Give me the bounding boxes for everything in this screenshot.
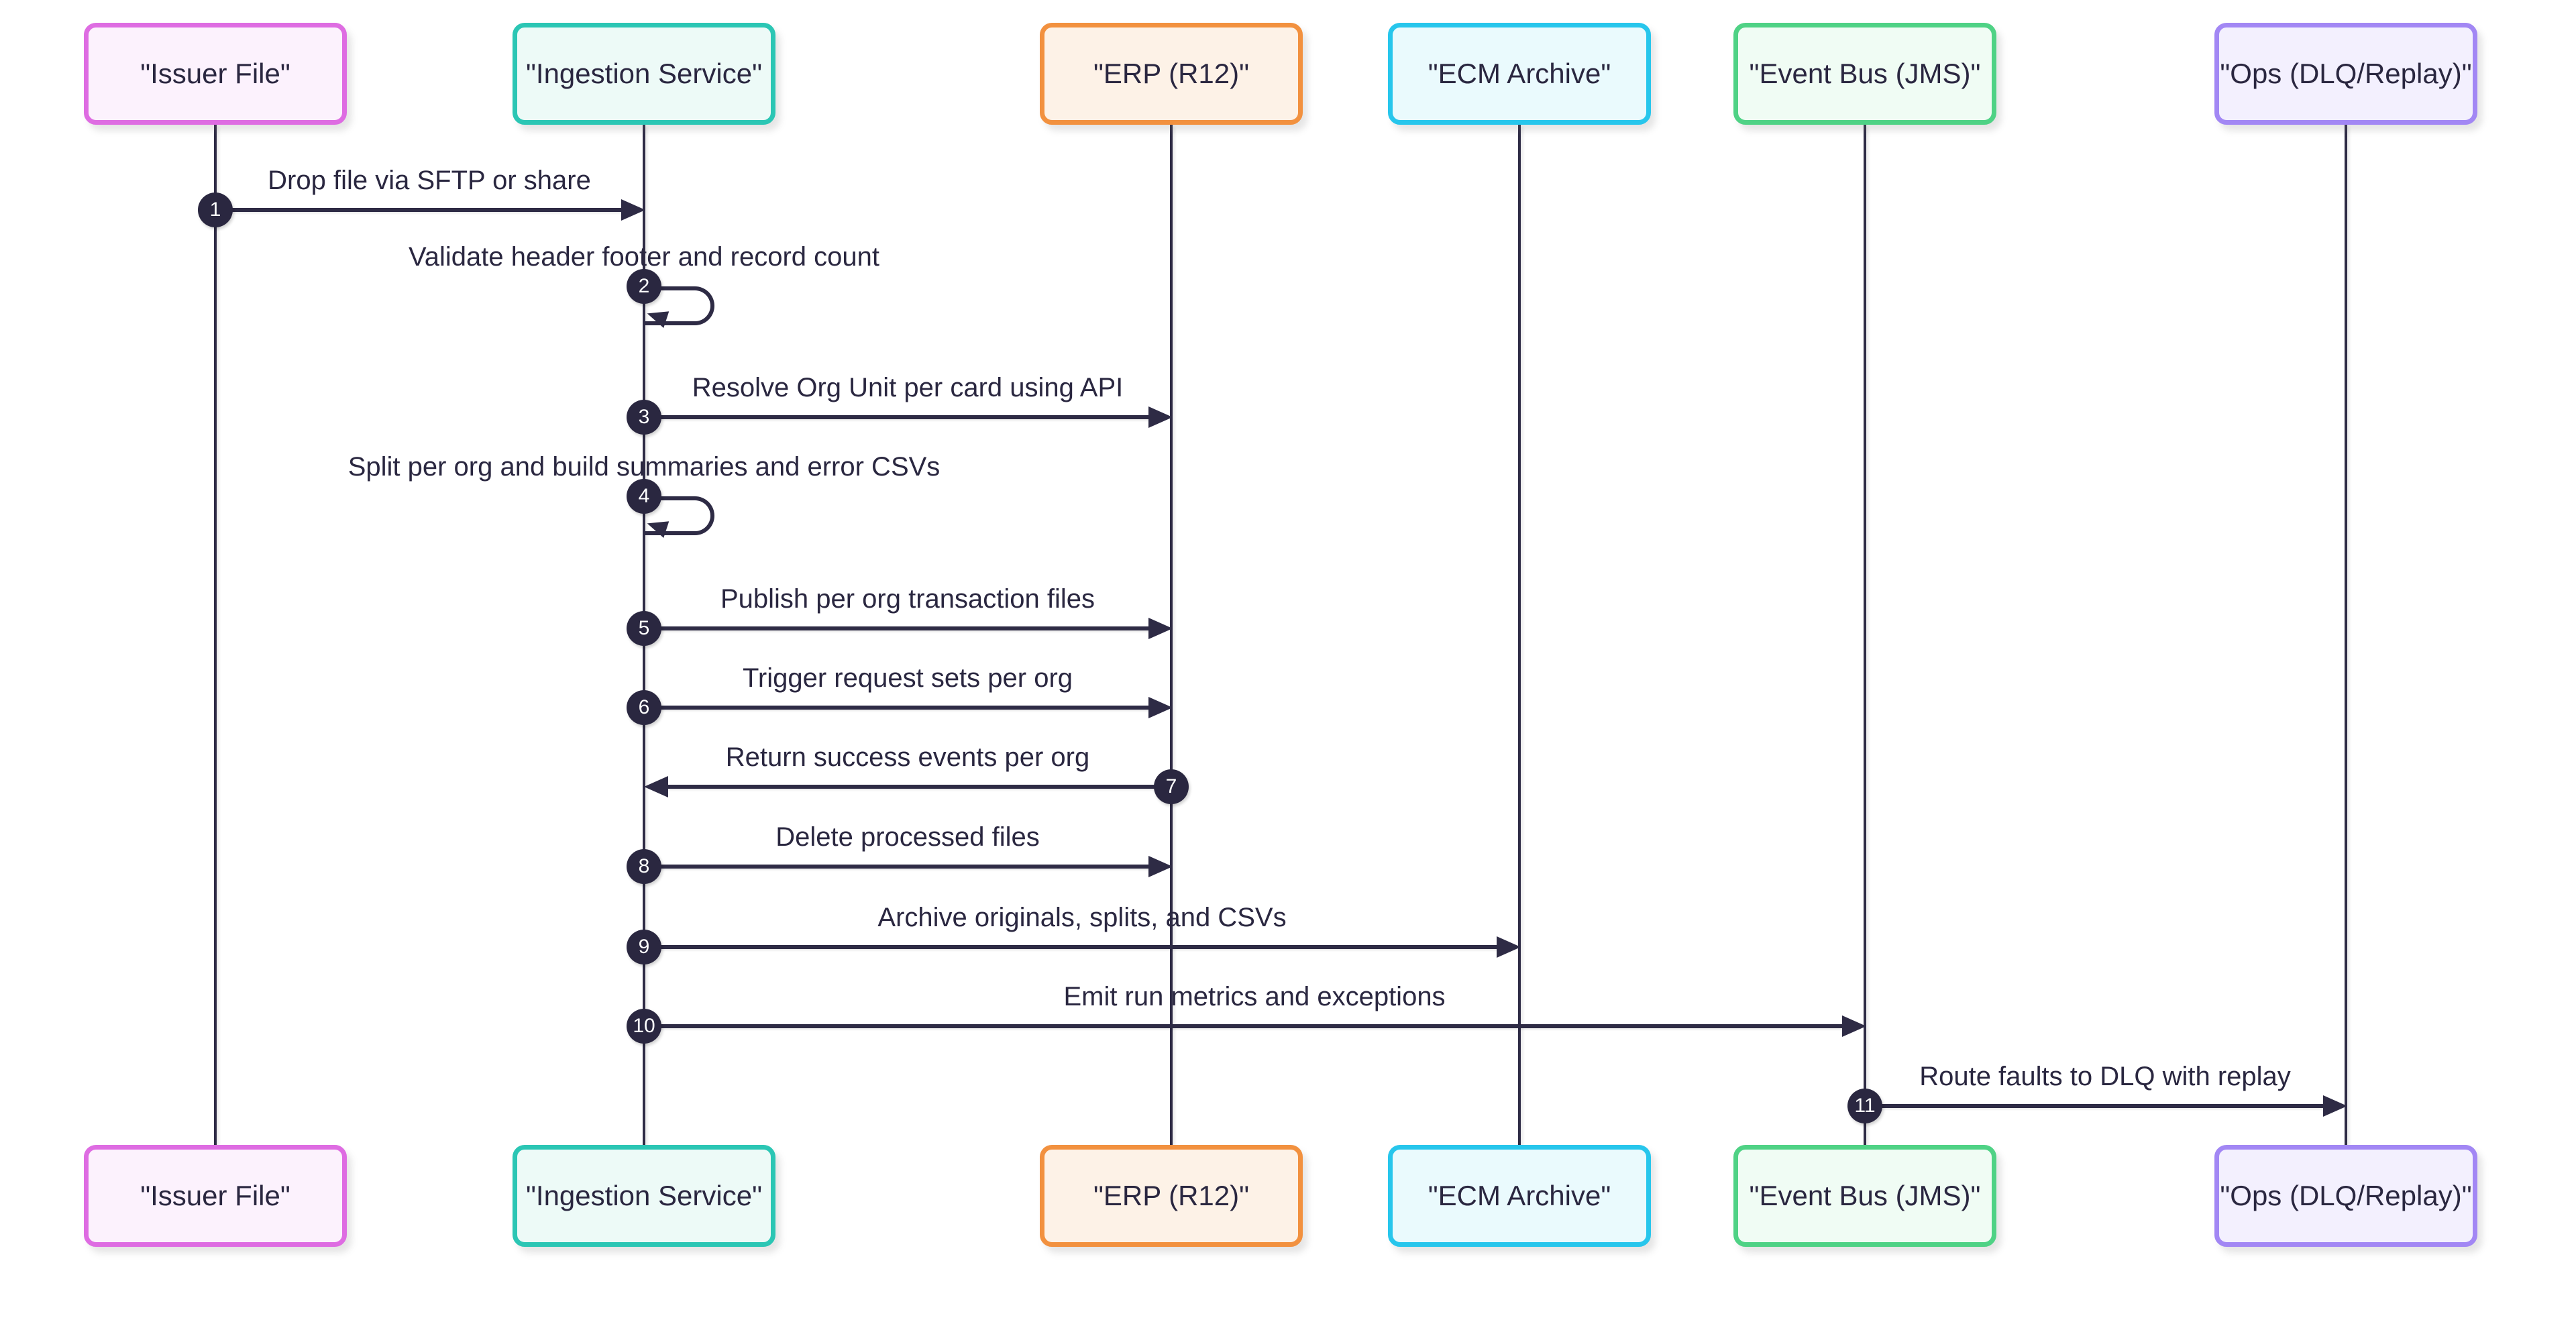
actor-ingestion-service-bottom: "Ingestion Service" [513, 1145, 775, 1247]
message-1-number: 1 [198, 192, 233, 227]
message-1-label: Drop file via SFTP or share [268, 166, 591, 195]
message-5-label: Publish per org transaction files [720, 584, 1095, 614]
arrowhead-icon [621, 199, 645, 221]
message-7-number: 7 [1154, 769, 1189, 804]
actor-ops-dlq-replay-top: "Ops (DLQ/Replay)" [2214, 23, 2477, 125]
message-4-label: Split per org and build summaries and er… [347, 452, 941, 482]
message-6-label: Trigger request sets per org [742, 663, 1073, 693]
lifeline-event-bus-jms [1864, 125, 1866, 1145]
message-3-number: 3 [627, 400, 661, 435]
arrowhead-icon [2323, 1095, 2347, 1117]
message-6-arrow [644, 706, 1152, 710]
actor-ingestion-service-top: "Ingestion Service" [513, 23, 775, 125]
actor-erp-r12-top: "ERP (R12)" [1040, 23, 1303, 125]
message-11-label: Route faults to DLQ with replay [1919, 1062, 2291, 1091]
actor-label: "Issuer File" [140, 58, 290, 89]
message-3-label: Resolve Org Unit per card using API [692, 373, 1124, 402]
actor-ecm-archive-top: "ECM Archive" [1388, 23, 1651, 125]
message-9-arrow [644, 945, 1501, 949]
actor-ecm-archive-bottom: "ECM Archive" [1388, 1145, 1651, 1247]
message-6-number: 6 [627, 690, 661, 725]
lifeline-ops-dlq-replay [2345, 125, 2347, 1145]
arrowhead-icon [1148, 618, 1173, 639]
message-5-arrow [644, 626, 1152, 630]
arrowhead-icon [1148, 406, 1173, 428]
message-5-number: 5 [627, 611, 661, 646]
message-2-number: 2 [627, 269, 661, 304]
message-9-number: 9 [627, 930, 661, 964]
message-11-arrow [1865, 1104, 2327, 1108]
actor-label: "Ingestion Service" [526, 58, 762, 89]
lifeline-issuer-file [214, 125, 217, 1145]
message-4-number: 4 [627, 479, 661, 514]
arrowhead-icon [1497, 936, 1521, 958]
actor-label: "ERP (R12)" [1093, 58, 1250, 89]
actor-label: "Ops (DLQ/Replay)" [2220, 1180, 2472, 1211]
actor-label: "Ops (DLQ/Replay)" [2220, 58, 2472, 89]
arrowhead-icon [644, 776, 668, 797]
arrowhead-icon [1842, 1015, 1866, 1037]
actor-erp-r12-bottom: "ERP (R12)" [1040, 1145, 1303, 1247]
message-10-label: Emit run metrics and exceptions [1063, 982, 1446, 1011]
actor-issuer-file-bottom: "Issuer File" [84, 1145, 347, 1247]
message-2-label: Validate header footer and record count [409, 242, 879, 272]
actor-ops-dlq-replay-bottom: "Ops (DLQ/Replay)" [2214, 1145, 2477, 1247]
message-3-arrow [644, 415, 1152, 419]
message-10-arrow [644, 1024, 1846, 1028]
lifeline-ecm-archive [1518, 125, 1521, 1145]
actor-label: "Event Bus (JMS)" [1749, 58, 1981, 89]
message-10-number: 10 [627, 1009, 661, 1044]
message-8-arrow [644, 865, 1152, 869]
actor-label: "ECM Archive" [1428, 1180, 1611, 1211]
message-4-self-loop-arrow [644, 496, 714, 535]
message-1-arrow [215, 208, 625, 212]
actor-label: "Event Bus (JMS)" [1749, 1180, 1981, 1211]
message-7-label: Return success events per org [725, 742, 1090, 772]
message-8-number: 8 [627, 849, 661, 884]
actor-label: "ERP (R12)" [1093, 1180, 1250, 1211]
message-9-label: Archive originals, splits, and CSVs [877, 903, 1287, 932]
actor-event-bus-jms-top: "Event Bus (JMS)" [1733, 23, 1996, 125]
actor-label: "Issuer File" [140, 1180, 290, 1211]
message-7-arrow [667, 785, 1171, 789]
actor-event-bus-jms-bottom: "Event Bus (JMS)" [1733, 1145, 1996, 1247]
message-2-self-loop-arrow [644, 286, 714, 325]
actor-issuer-file-top: "Issuer File" [84, 23, 347, 125]
arrowhead-icon [1148, 697, 1173, 718]
actor-label: "ECM Archive" [1428, 58, 1611, 89]
message-11-number: 11 [1847, 1089, 1882, 1123]
arrowhead-icon [1148, 856, 1173, 877]
actor-label: "Ingestion Service" [526, 1180, 762, 1211]
message-8-label: Delete processed files [775, 822, 1040, 852]
